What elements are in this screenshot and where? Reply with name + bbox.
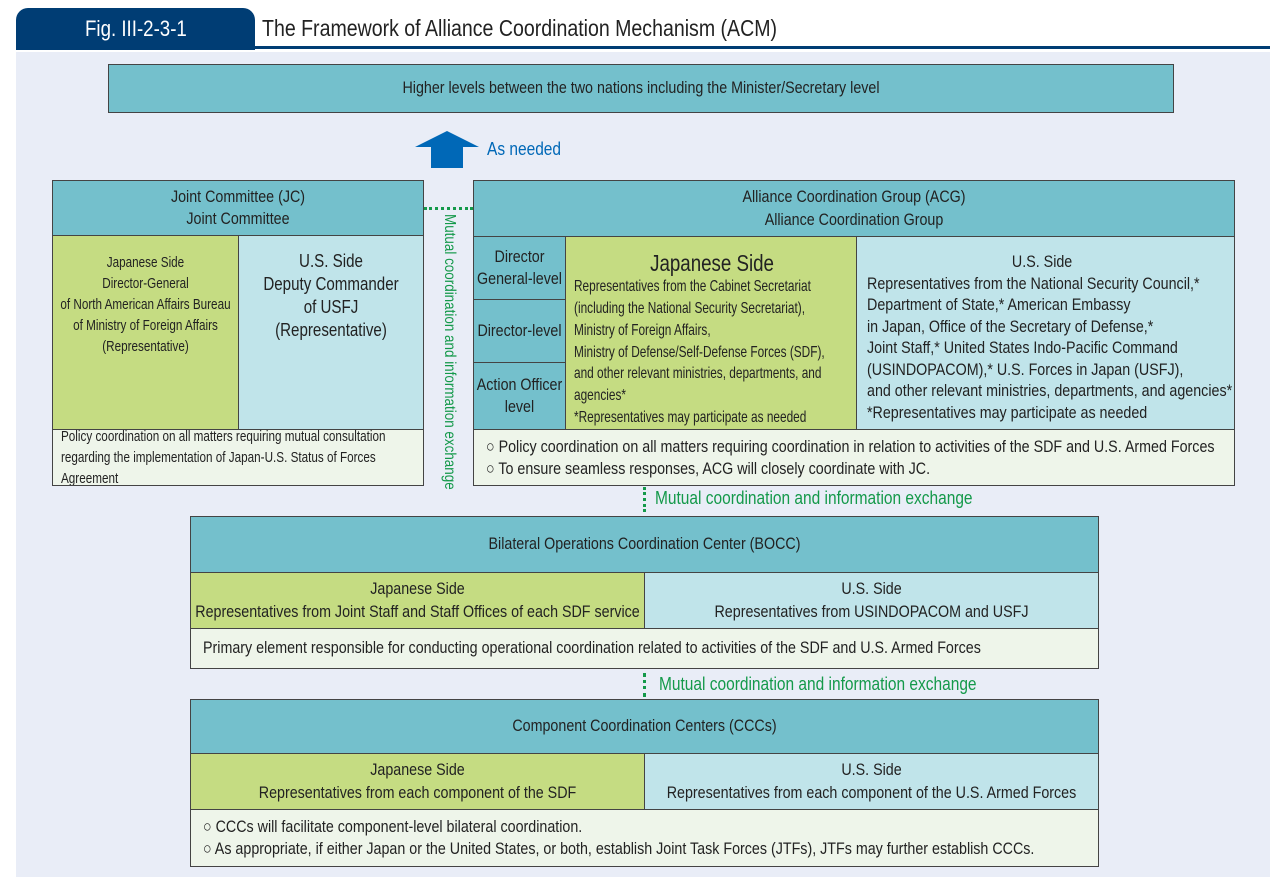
acg-japanese-side: Japanese Side Representatives from the C… [565,236,857,430]
acg-level-director: Director-level [473,299,566,363]
jc-acg-link-label: Mutual coordination and information exch… [441,214,458,490]
ccc-header: Component Coordination Centers (CCCs) [190,699,1099,754]
jc-header: Joint Committee (JC)Joint Committee [52,180,424,236]
bocc-ccc-link-label: Mutual coordination and information exch… [659,674,977,694]
ccc-notes: ○ CCCs will facilitate component-level b… [190,809,1099,867]
as-needed-label: As needed [487,139,562,159]
acg-us-side: U.S. Side Representatives from the Natio… [856,236,1235,430]
acg-notes: ○ Policy coordination on all matters req… [473,429,1235,486]
figure-number-tab: Fig. III-2-3-1 [16,8,255,50]
acg-header: Alliance Coordination Group (ACG)Allianc… [473,180,1235,237]
bocc-note: Primary element responsible for conducti… [190,628,1099,669]
bocc-ccc-link-line [643,673,646,697]
bocc-header: Bilateral Operations Coordination Center… [190,516,1099,573]
up-arrow-icon [415,131,479,168]
figure-title: The Framework of Alliance Coordination M… [262,14,778,41]
title-rule [255,46,1270,49]
acg-bocc-link-label: Mutual coordination and information exch… [655,488,973,508]
jc-acg-link-line [424,207,473,210]
jc-note: Policy coordination on all matters requi… [52,429,424,486]
higher-levels-box: Higher levels between the two nations in… [108,64,1174,113]
acg-bocc-link-line [643,487,646,512]
